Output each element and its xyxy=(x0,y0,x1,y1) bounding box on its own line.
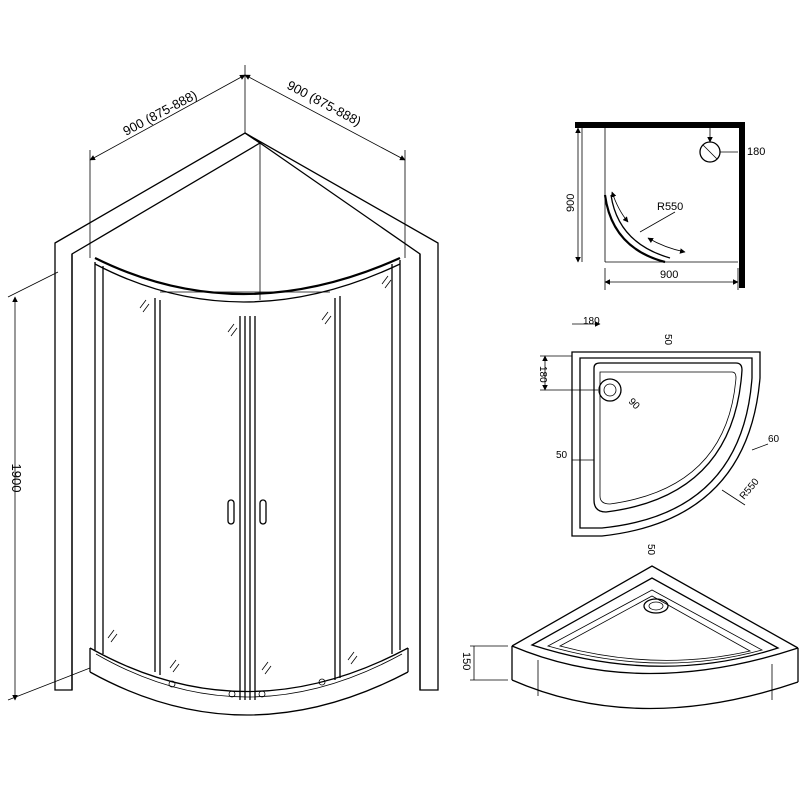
plan-view: 180 R550 900 900 xyxy=(565,122,765,290)
plan-top-wall xyxy=(575,122,745,128)
glass-reflection-marks xyxy=(107,275,392,675)
tray-drain-icon xyxy=(598,378,622,402)
tray-drain-y-label: 180 xyxy=(537,366,548,383)
dim-width-left-label: 900 (875-888) xyxy=(120,87,199,139)
dim-height-label: 1900 xyxy=(9,464,24,493)
top-frame xyxy=(94,256,401,303)
plan-drain-offset-label: 180 xyxy=(747,146,765,158)
tray-side-label: 60 xyxy=(768,434,780,445)
tray-base xyxy=(89,647,409,716)
tray-drain-x-label: 180 xyxy=(583,316,600,327)
plan-depth-label: 900 xyxy=(565,194,577,212)
dim-height: 1900 xyxy=(7,271,91,701)
plan-right-wall xyxy=(739,122,745,288)
dim-width-right: 900 (875-888) xyxy=(244,74,406,258)
enclosure-elevation: 900 (875-888) 900 (875-888) 1900 xyxy=(7,65,439,716)
tray-height-label: 150 xyxy=(460,652,472,670)
plan-radius-label: R550 xyxy=(657,201,683,213)
dim-width-right-label: 900 (875-888) xyxy=(285,77,364,129)
plan-width-label: 900 xyxy=(660,269,678,281)
door-handles xyxy=(227,499,267,525)
tray-rim-left-label: 50 xyxy=(556,450,568,461)
tray-rim-top-label: 50 xyxy=(662,334,673,346)
tray-isometric: 150 xyxy=(460,565,799,710)
plan-curved-door xyxy=(603,194,666,264)
tray-iso-drain-icon xyxy=(643,598,669,614)
left-wall xyxy=(54,132,262,691)
tray-outer-outline xyxy=(571,351,761,537)
tray-drain-dia-label: 90 xyxy=(626,396,642,412)
right-handle-icon xyxy=(259,499,267,525)
tray-radius-label: R550 xyxy=(738,476,762,502)
tray-iso-rim xyxy=(511,565,799,649)
tray-plan: 180 180 50 50 60 90 R550 50 xyxy=(537,316,780,556)
right-wall xyxy=(244,132,439,691)
left-handle-icon xyxy=(227,499,235,525)
tray-rim-bottom-label: 50 xyxy=(645,544,656,556)
glass-panels xyxy=(94,260,401,700)
tray-inner-basin xyxy=(593,362,743,513)
